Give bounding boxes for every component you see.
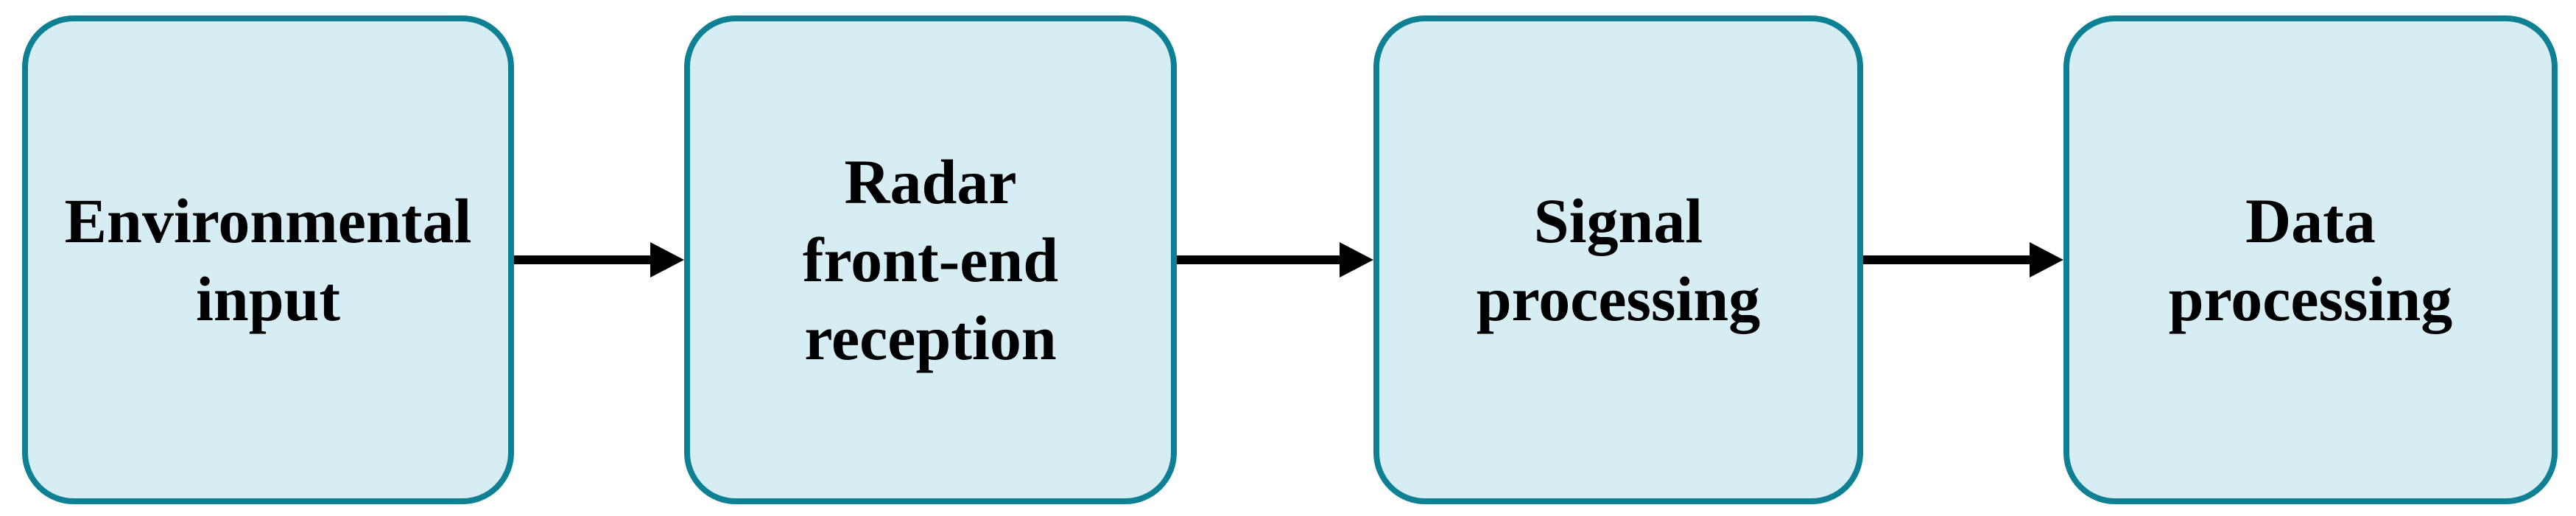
arrow-line — [514, 255, 650, 264]
box-environmental-input: Environmental input — [22, 15, 514, 504]
box-radar-front-end-reception: Radar front-end reception — [684, 15, 1177, 504]
arrow-head-icon — [2030, 242, 2063, 278]
arrow-line — [1863, 255, 2030, 264]
box-label-line: reception — [804, 303, 1057, 373]
box-label-line: input — [195, 264, 341, 334]
arrow-radar-to-signal — [1177, 242, 1373, 278]
box-label-line: front-end — [802, 225, 1059, 295]
arrow-environmental-to-radar — [514, 242, 684, 278]
box-label-line: Environmental — [64, 185, 472, 256]
arrow-line — [1177, 255, 1340, 264]
arrow-head-icon — [1340, 242, 1373, 278]
box-label-line: Data — [2245, 185, 2376, 256]
arrow-head-icon — [650, 242, 684, 278]
box-data-processing: Data processing — [2063, 15, 2558, 504]
box-label-line: processing — [1476, 264, 1761, 334]
box-signal-processing: Signal processing — [1373, 15, 1863, 504]
box-label-line: Signal — [1533, 185, 1703, 256]
box-label-line: processing — [2168, 264, 2453, 334]
box-label-line: Radar — [844, 146, 1017, 217]
arrow-signal-to-data — [1863, 242, 2063, 278]
